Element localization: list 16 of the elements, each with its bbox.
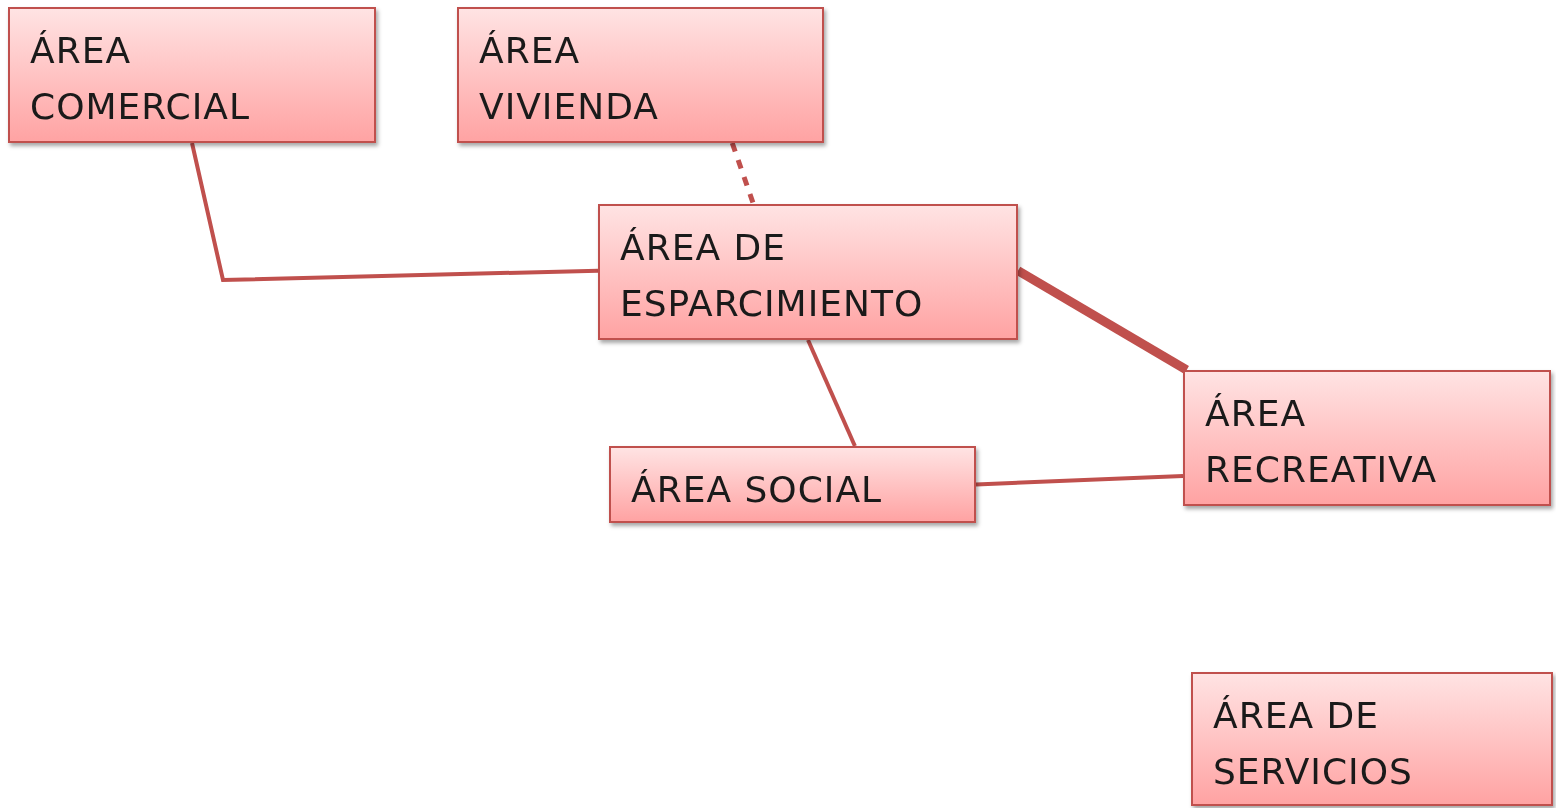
area-box [609,446,976,523]
area-label: ÁREA DE ESPARCIMIENTO [620,226,925,326]
area-box [598,204,1018,340]
area-label: ÁREA RECREATIVA [1205,392,1439,492]
area-box [1183,370,1551,506]
area-label: ÁREA VIVIENDA [479,29,660,129]
area-box [457,7,824,143]
area-label: ÁREA SOCIAL [631,468,884,512]
connector-line [975,474,1184,487]
connector-line [729,142,756,205]
connector-line [806,339,857,447]
area-label: ÁREA DE SERVICIOS [1213,694,1414,794]
connector-line [190,142,599,283]
area-box [8,7,376,143]
area-box [1191,672,1553,806]
area-label: ÁREA COMERCIAL [30,29,251,129]
